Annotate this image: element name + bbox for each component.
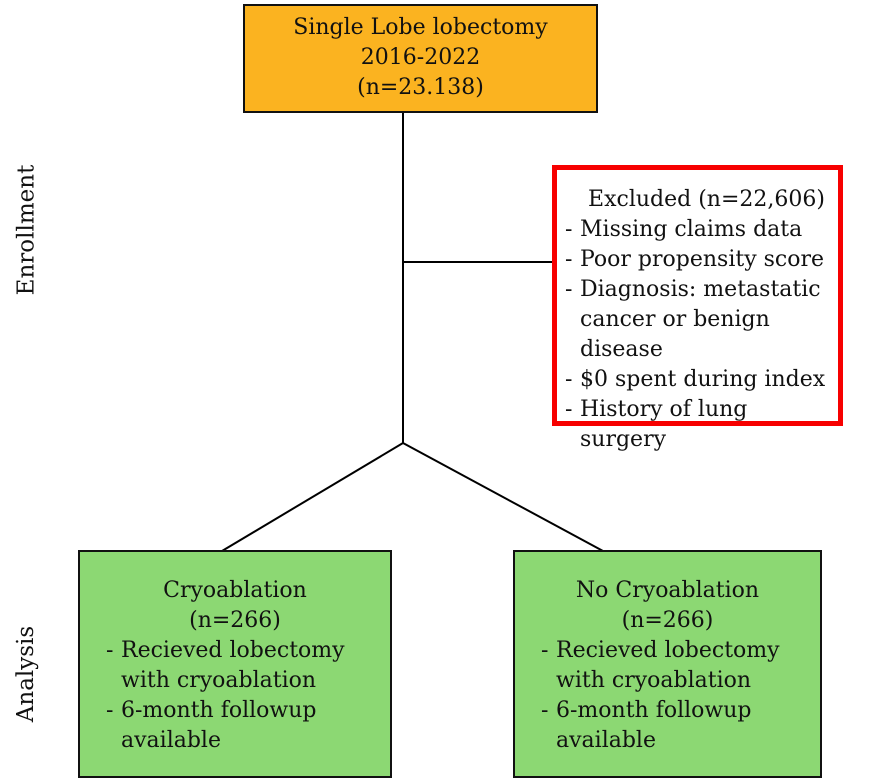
- list-item: - Recieved lobectomy with cryoablation: [541, 636, 816, 696]
- list-item: - History of lung surgery: [565, 395, 836, 455]
- bullet-dash: -: [565, 367, 573, 392]
- population-box: Single Lobe lobectomy 2016-2022 (n=23.13…: [243, 4, 598, 113]
- list-item-text: $0 spent during index: [580, 367, 826, 392]
- cryoablation-arm-n: (n=266): [189, 608, 281, 633]
- population-box-line3: (n=23.138): [357, 75, 484, 100]
- cryoablation-arm-list: - Recieved lobectomy with cryoablation -…: [106, 636, 386, 756]
- enrollment-section-label: Enrollment: [0, 150, 52, 310]
- excluded-box-title: Excluded (n=22,606): [588, 187, 825, 212]
- list-item-text: Diagnosis: metastatic cancer or benign d…: [580, 277, 821, 362]
- list-item: - 6-month followup available: [106, 696, 386, 756]
- list-item: - Diagnosis: metastatic cancer or benign…: [565, 275, 836, 365]
- bullet-dash: -: [106, 638, 114, 663]
- list-item-text: History of lung surgery: [580, 397, 748, 452]
- analysis-section-label: Analysis: [0, 594, 52, 754]
- line-fork-left: [221, 442, 404, 552]
- bullet-dash: -: [565, 247, 573, 272]
- bullet-dash: -: [541, 638, 549, 663]
- no-cryoablation-arm-title: No Cryoablation: [575, 578, 760, 603]
- population-box-line1: Single Lobe lobectomy: [293, 15, 548, 40]
- list-item: - $0 spent during index: [565, 365, 836, 395]
- bullet-dash: -: [565, 217, 573, 242]
- no-cryoablation-arm-list: - Recieved lobectomy with cryoablation -…: [541, 636, 816, 756]
- line-fork-right: [402, 442, 604, 552]
- bullet-dash: -: [565, 277, 573, 302]
- no-cryoablation-arm-box: No Cryoablation (n=266) - Recieved lobec…: [513, 550, 822, 778]
- bullet-dash: -: [106, 698, 114, 723]
- list-item-text: Missing claims data: [580, 217, 803, 242]
- list-item-text: Recieved lobectomy with cryoablation: [121, 638, 345, 693]
- list-item-text: Recieved lobectomy with cryoablation: [556, 638, 780, 693]
- list-item: - Recieved lobectomy with cryoablation: [106, 636, 386, 696]
- list-item-text: 6-month followup available: [556, 698, 752, 753]
- cryoablation-arm-title: Cryoablation: [163, 578, 307, 603]
- excluded-box-list: - Missing claims data - Poor propensity …: [565, 215, 836, 455]
- cryoablation-arm-box: Cryoablation (n=266) - Recieved lobectom…: [78, 550, 392, 778]
- excluded-box: Excluded (n=22,606) - Missing claims dat…: [552, 165, 843, 452]
- no-cryoablation-arm-n: (n=266): [621, 608, 714, 633]
- list-item: - Poor propensity score: [565, 245, 836, 275]
- population-box-line2: 2016-2022: [360, 45, 481, 70]
- bullet-dash: -: [565, 397, 573, 422]
- list-item: - 6-month followup available: [541, 696, 816, 756]
- list-item-text: 6-month followup available: [121, 698, 317, 753]
- list-item-text: Poor propensity score: [580, 247, 825, 272]
- enrollment-section-label-text: Enrollment: [13, 164, 40, 296]
- list-item: - Missing claims data: [565, 215, 836, 245]
- analysis-section-label-text: Analysis: [13, 625, 40, 723]
- bullet-dash: -: [541, 698, 549, 723]
